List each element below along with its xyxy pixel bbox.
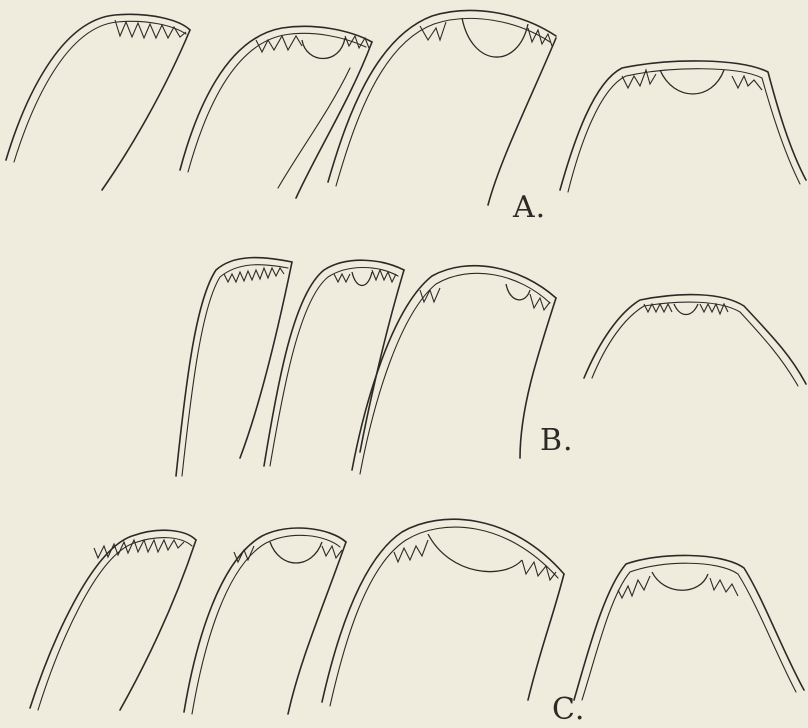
figure-a3 <box>328 10 556 205</box>
figure-b2 <box>264 260 404 466</box>
figure-b3 <box>352 266 556 474</box>
figure-c1 <box>30 530 196 710</box>
figure-b1 <box>176 258 292 476</box>
figure-a4 <box>560 61 806 192</box>
figure-b4 <box>584 295 806 386</box>
figure-a2 <box>180 26 372 198</box>
figure-c2 <box>184 528 346 714</box>
row-label-b: B. <box>540 423 574 458</box>
row-label-a: A. <box>513 190 546 225</box>
row-label-c: C. <box>552 692 585 727</box>
figure-a1 <box>6 14 190 190</box>
figure-c3 <box>322 519 564 706</box>
figure-c4 <box>574 555 804 700</box>
